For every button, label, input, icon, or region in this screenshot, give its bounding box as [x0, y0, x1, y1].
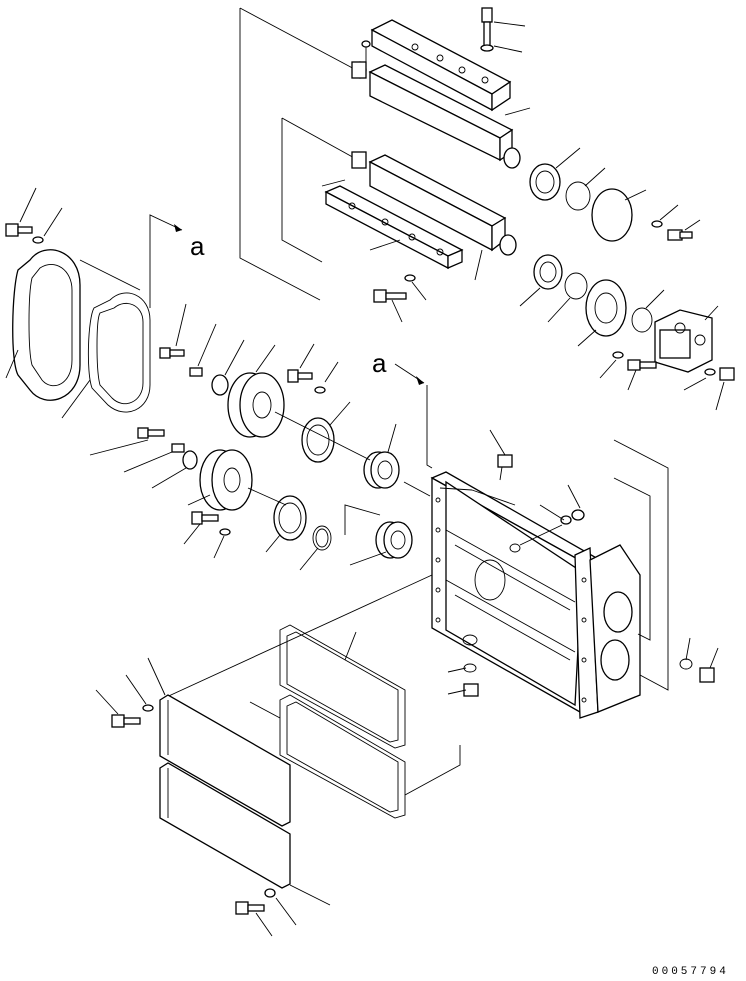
callout-a-mid: a: [372, 348, 387, 378]
cover-bolt-lower: [235, 888, 297, 937]
upper-cover-plate: [591, 188, 701, 242]
case-top-plug: [489, 429, 513, 481]
case-right-outline: [613, 439, 669, 691]
spacer-2: [151, 450, 198, 489]
gear-1: [227, 344, 285, 438]
upper-bearing-1: [529, 147, 581, 201]
thrust-plate-1: [301, 401, 351, 463]
left-cover: [5, 249, 141, 401]
lower-shaft: [321, 151, 517, 256]
gasket-upper: [279, 624, 406, 749]
assembly-leader-lines: [247, 411, 431, 535]
gasket-middle: [249, 694, 406, 819]
upper-o-ring: [565, 167, 606, 211]
callout-a-top-leader: [149, 214, 183, 308]
lower-flange: [577, 279, 665, 347]
left-gasket: [61, 292, 151, 419]
side-bar: [324, 185, 483, 281]
left-bolt: [5, 187, 63, 244]
case-side-plug: [519, 484, 585, 546]
cover-plate-lower: [159, 762, 291, 889]
gear-bolt-upper: [287, 343, 339, 394]
cover-plate-upper: [147, 657, 291, 827]
callout-a-mid-leader: [394, 363, 433, 469]
side-bar-bolt: [373, 274, 427, 323]
bearing-mid-1: [363, 423, 400, 489]
upper-assembly-outline: [239, 7, 361, 301]
thrust-plate-2: [265, 495, 307, 553]
top-bolt: [480, 7, 526, 53]
gear-2: [187, 449, 253, 511]
lower-o-ring: [547, 272, 588, 323]
cover-bolt-upper: [95, 674, 154, 728]
key-bolt-1: [159, 303, 217, 377]
lower-bearing-1: [519, 254, 563, 307]
motor-assembly: [599, 305, 735, 411]
bearing-mid-2: [349, 521, 413, 566]
case-right-plug: [679, 637, 719, 683]
gear-bolt-lower: [183, 511, 231, 559]
lower-assembly-outline: [159, 574, 461, 906]
drawing-number: 00057794: [652, 966, 729, 978]
upper-shaft: [351, 40, 531, 169]
callout-a-top: a: [190, 231, 205, 261]
snap-ring: [299, 525, 332, 571]
spacer-1: [211, 339, 245, 396]
top-bar: [370, 19, 512, 112]
case-drain-plug: [447, 663, 479, 697]
gearbox-case: [430, 471, 641, 719]
key-bolt-2: [89, 427, 185, 473]
